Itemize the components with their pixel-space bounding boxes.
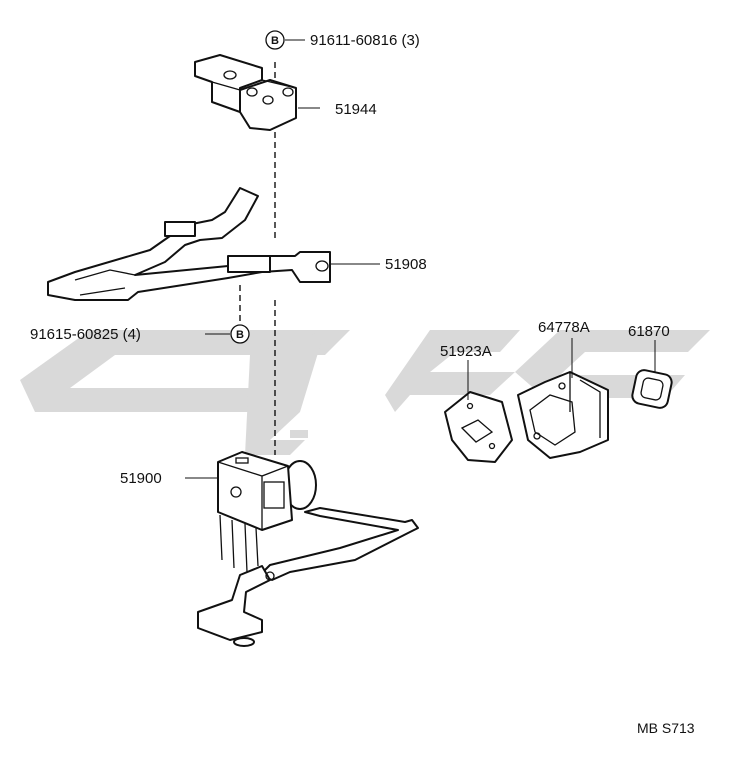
- bolt-top-marker: B: [265, 30, 285, 50]
- label-boot: 64778A: [538, 319, 590, 336]
- gasket-51923A-drawing: [444, 391, 513, 463]
- bracket-51944-drawing: [194, 54, 297, 131]
- label-bolt-mid: 91615-60825 (4): [30, 326, 141, 343]
- leader-lines: [185, 39, 656, 479]
- svg-text:B: B: [271, 35, 279, 47]
- grommet-61870-drawing: [631, 369, 673, 409]
- label-carrier-arm: 51908: [385, 256, 427, 273]
- label-bolt-top: 91611-60816 (3): [310, 32, 420, 49]
- svg-text:B: B: [236, 329, 244, 341]
- label-grommet: 61870: [628, 323, 670, 340]
- diagram-code: MB S713: [637, 720, 695, 736]
- carrier-arm-51908-drawing: [47, 187, 331, 301]
- label-bracket: 51944: [335, 101, 377, 118]
- label-winch-assembly: 51900: [120, 470, 162, 487]
- boot-64778A-drawing: [517, 371, 609, 459]
- winch-assembly-51900-drawing: [197, 451, 419, 647]
- label-gasket: 51923A: [440, 343, 492, 360]
- bolt-mid-marker: B: [230, 324, 250, 344]
